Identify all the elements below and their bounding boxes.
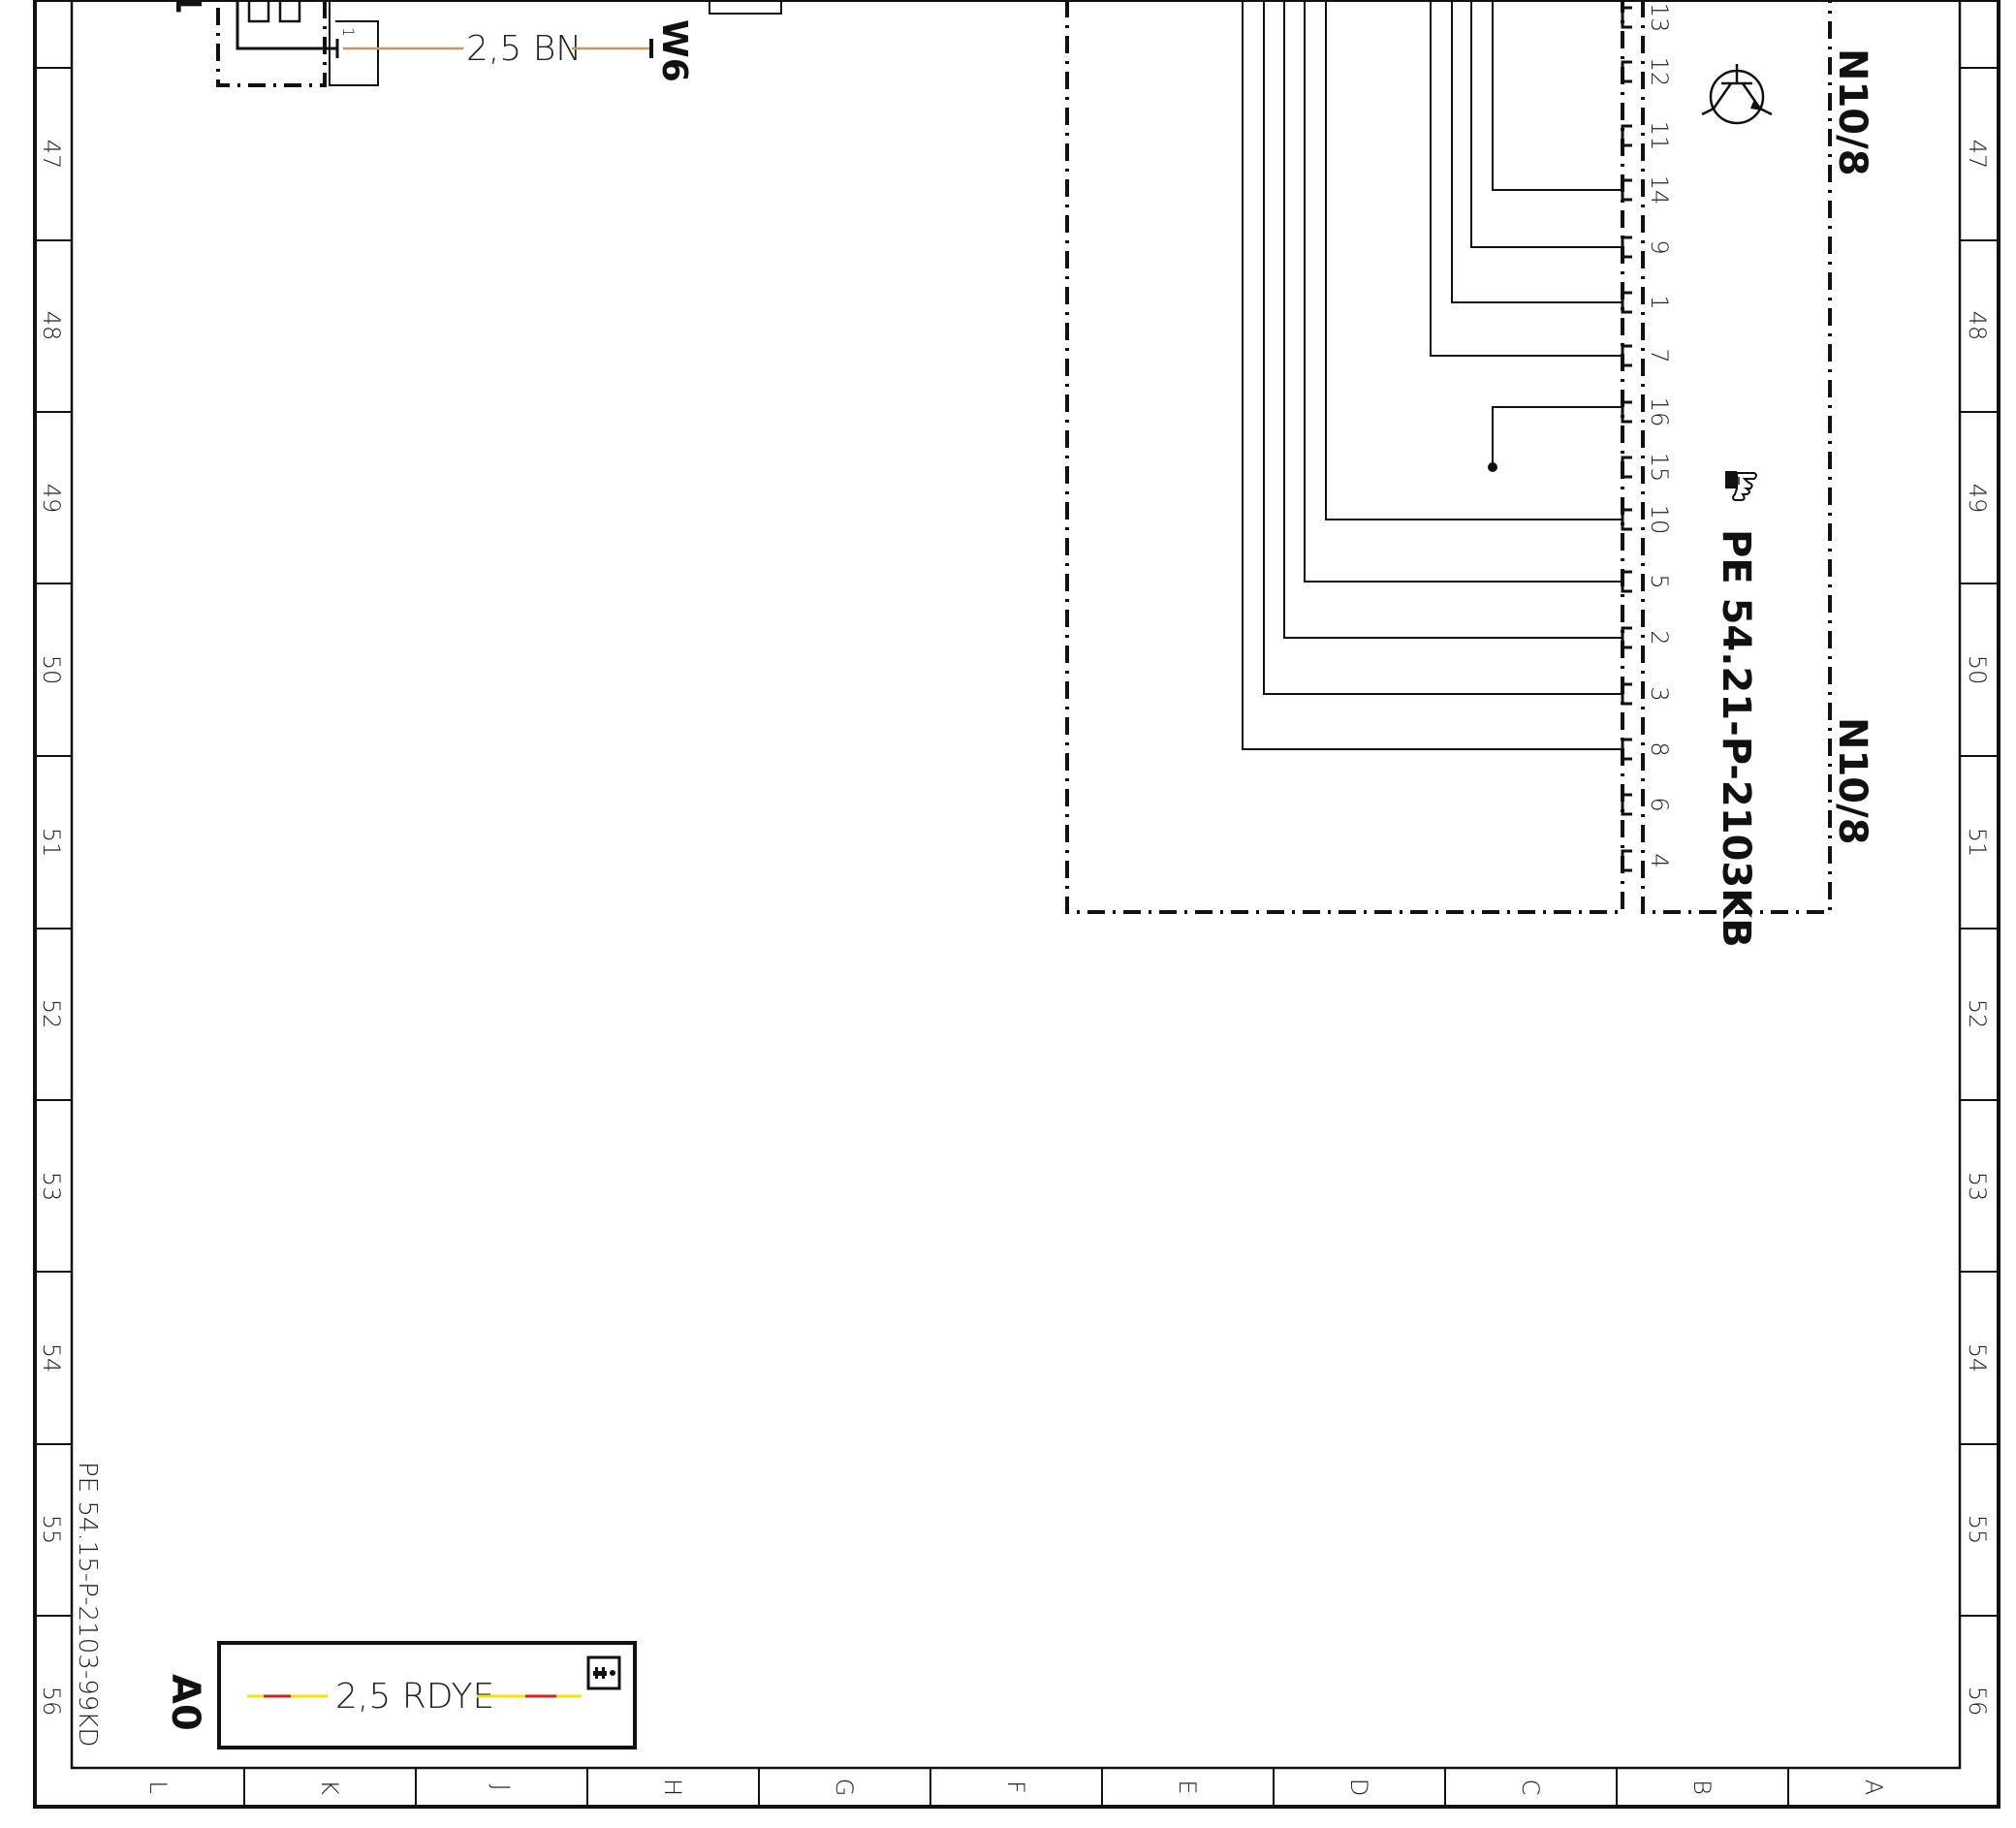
column-letter-label: K bbox=[316, 1780, 343, 1795]
row-number-label: 53 bbox=[1964, 1172, 1991, 1202]
column-letter-label: G bbox=[831, 1779, 858, 1797]
row-number-label: 51 bbox=[38, 828, 65, 858]
pin-bracket bbox=[1621, 60, 1632, 83]
document-reference: PE 54.15-P-2103-99KD bbox=[73, 1462, 102, 1747]
pin-bracket bbox=[1621, 178, 1632, 202]
internal-wire bbox=[1283, 0, 1622, 639]
junction-wire bbox=[1492, 406, 1622, 467]
pin-bracket bbox=[1621, 508, 1632, 531]
pin-bracket bbox=[1621, 738, 1632, 761]
n10-label-top: N10/8 bbox=[1830, 48, 1874, 176]
row-number-label: 51 bbox=[1964, 828, 1991, 858]
pin-number-label: 8 bbox=[1646, 741, 1673, 756]
pin-bracket bbox=[1621, 626, 1632, 649]
row-number-label: 48 bbox=[1964, 311, 1991, 341]
pin-bracket bbox=[1621, 291, 1632, 314]
info-icon bbox=[586, 1655, 621, 1690]
row-number-label: 56 bbox=[38, 1686, 65, 1717]
pin-number-label: 1 bbox=[1646, 295, 1673, 309]
column-letter-label: E bbox=[1174, 1780, 1201, 1794]
column-letter-label: C bbox=[1517, 1780, 1544, 1796]
pin-number-label: 3 bbox=[1646, 686, 1673, 701]
pointing-hand-icon bbox=[1725, 471, 1757, 501]
row-ticks bbox=[35, 67, 1999, 1617]
n10-reference: PE 54.21-P-2103KB bbox=[1714, 529, 1758, 948]
internal-wire bbox=[1263, 0, 1622, 695]
row-number-label: 54 bbox=[1964, 1343, 1991, 1373]
column-letter-label: H bbox=[659, 1779, 686, 1796]
pin-bracket bbox=[1621, 570, 1632, 593]
pin-number-label: 10 bbox=[1646, 505, 1673, 535]
n10-label-bottom: N10/8 bbox=[1830, 717, 1874, 845]
column-letter-label: A bbox=[1860, 1780, 1887, 1795]
junction-dot bbox=[1488, 462, 1497, 472]
r1-label: R1 bbox=[168, 0, 207, 15]
internal-wire bbox=[1492, 0, 1622, 191]
pin-bracket bbox=[1621, 456, 1632, 479]
column-letter-label: L bbox=[144, 1781, 172, 1793]
pin-number-label: 4 bbox=[1646, 853, 1673, 867]
transistor-icon bbox=[1701, 64, 1773, 125]
pin-number-label: 15 bbox=[1646, 453, 1673, 483]
pin-number-label: 12 bbox=[1646, 57, 1673, 87]
row-number-label: 52 bbox=[1964, 999, 1991, 1029]
pin-bracket bbox=[1621, 124, 1632, 147]
row-number-label: 53 bbox=[38, 1172, 65, 1202]
pin-number-label: 11 bbox=[1646, 121, 1673, 151]
internal-wire bbox=[1242, 0, 1622, 750]
row-number-label: 54 bbox=[38, 1343, 65, 1373]
pin-number-label: 6 bbox=[1646, 797, 1673, 811]
pin-number-label: 5 bbox=[1646, 574, 1673, 588]
row-number-label: 52 bbox=[38, 999, 65, 1029]
pin-number-label: 2 bbox=[1646, 630, 1673, 645]
row-number-label: 50 bbox=[38, 655, 65, 685]
internal-wire bbox=[1325, 0, 1622, 520]
pin-number-label: 13 bbox=[1646, 3, 1673, 33]
w6-label: W6 bbox=[654, 19, 694, 82]
inner-frame bbox=[70, 0, 1962, 1770]
column-letter-label: J bbox=[488, 1783, 515, 1790]
pin-bracket bbox=[1621, 849, 1632, 872]
pin-number-label: 9 bbox=[1646, 239, 1673, 254]
column-letter-label: B bbox=[1688, 1780, 1716, 1795]
row-number-label: 47 bbox=[38, 140, 65, 170]
w6-wire-label: 2,5 BN bbox=[466, 29, 582, 69]
row-number-label: 55 bbox=[38, 1515, 65, 1545]
pin-bracket bbox=[1621, 236, 1632, 259]
pin-number-label: 16 bbox=[1646, 397, 1673, 427]
n10-internal-wires bbox=[1242, 0, 1622, 750]
internal-wire bbox=[1470, 0, 1622, 248]
pin-bracket bbox=[1621, 793, 1632, 816]
pin-bracket bbox=[1621, 682, 1632, 706]
col-ticks bbox=[243, 1768, 1789, 1807]
row-number-label: 49 bbox=[1964, 484, 1991, 514]
a0-label: A0 bbox=[163, 1674, 207, 1731]
a0-wire-label: 2,5 RDYE bbox=[335, 1677, 494, 1717]
row-number-label: 50 bbox=[1964, 655, 1991, 685]
row-number-label: 56 bbox=[1964, 1686, 1991, 1717]
pin-number-label: 14 bbox=[1646, 175, 1673, 205]
pin-number-label: 7 bbox=[1646, 348, 1673, 362]
r1-pin-label: 1 bbox=[339, 27, 358, 37]
a0-component: A0 2,5 RDYE bbox=[163, 1641, 637, 1749]
column-letter-label: D bbox=[1345, 1779, 1372, 1796]
internal-wire bbox=[1451, 0, 1622, 303]
row-number-label: 55 bbox=[1964, 1515, 1991, 1545]
row-number-label: 49 bbox=[38, 484, 65, 514]
row-number-label: 48 bbox=[38, 311, 65, 341]
internal-wire bbox=[1430, 0, 1622, 357]
column-letter-label: F bbox=[1002, 1781, 1029, 1794]
row-number-label: 47 bbox=[1964, 140, 1991, 170]
pin-bracket bbox=[1621, 400, 1632, 424]
pin-bracket bbox=[1621, 344, 1632, 367]
outer-frame bbox=[33, 0, 2000, 1809]
internal-wire bbox=[1304, 0, 1622, 583]
r1-component: R1 1 2,5 BN W6 bbox=[168, 0, 782, 87]
pin-bracket bbox=[1621, 6, 1632, 29]
